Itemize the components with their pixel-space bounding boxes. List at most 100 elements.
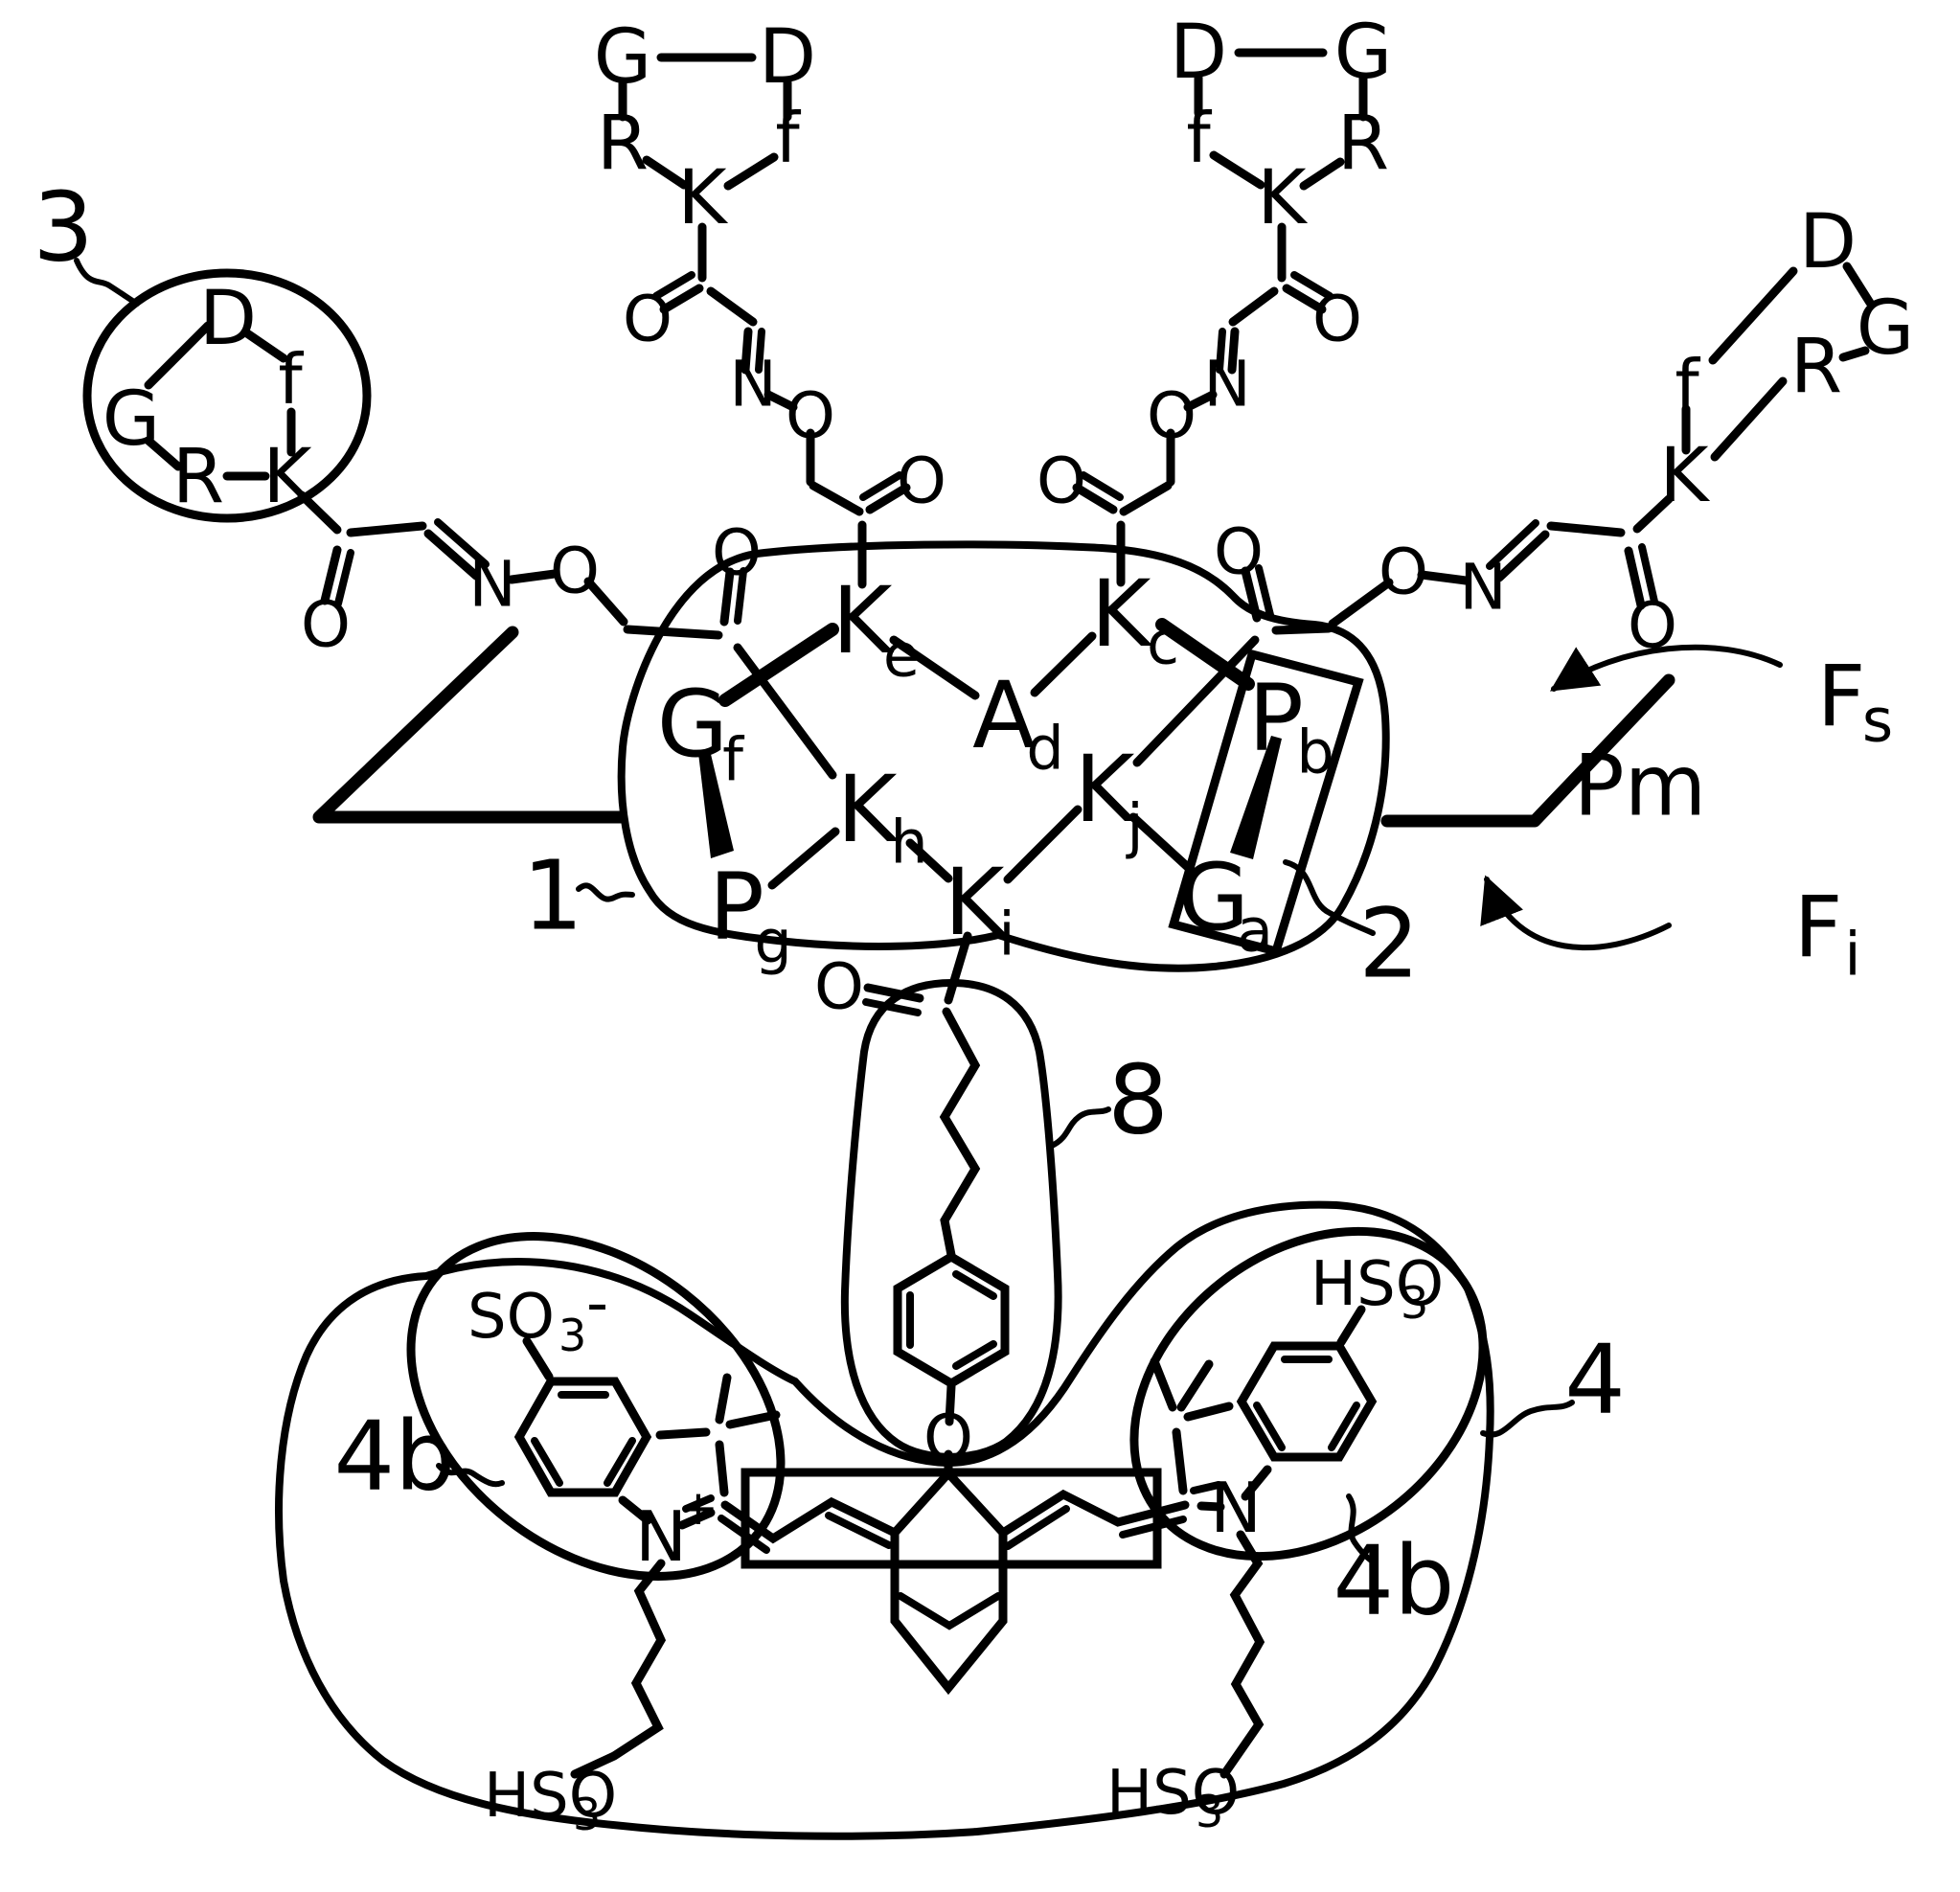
alkyl-chain — [945, 1012, 975, 1255]
atom-label-n: N — [1459, 551, 1506, 625]
callout-2-label: 2 — [1358, 888, 1420, 1000]
bond — [512, 574, 555, 580]
far-right-cycle: D G R f K — [1659, 199, 1914, 519]
atom-label-f: f — [1186, 98, 1212, 178]
bond — [351, 526, 422, 533]
bond — [627, 629, 718, 635]
bond — [1124, 486, 1168, 512]
bond-kh-pg — [772, 832, 835, 885]
bond — [660, 1432, 706, 1435]
bond-gf-ke — [725, 629, 832, 700]
n-alkyl-chain — [1224, 1535, 1260, 1774]
atom-label-o: O — [623, 283, 672, 356]
atom-label-g: G — [1857, 285, 1914, 372]
atom-label-f: f — [1675, 345, 1700, 425]
fs-label: F — [1817, 648, 1866, 746]
fi-label: F — [1794, 878, 1843, 977]
bond — [711, 291, 753, 322]
bond-ad-kc — [1035, 636, 1092, 693]
atom-label-n: N — [729, 348, 776, 422]
callout-3-label: 3 — [33, 171, 94, 284]
atom-label-d: D — [1799, 199, 1857, 285]
bond — [1304, 162, 1340, 186]
atom-label-o: O — [550, 535, 600, 608]
atom-label-n: N — [1210, 1468, 1262, 1548]
atom-label-d: D — [1170, 10, 1227, 96]
atom-label-o: O — [1214, 515, 1264, 589]
methyl-bond — [719, 1378, 727, 1420]
residue-gf: G — [657, 671, 728, 778]
so3-label-sub: 3 — [558, 1310, 586, 1361]
oxime-linker-ke: O N O O — [623, 227, 946, 584]
so3-label: SO — [467, 1282, 555, 1353]
residue-ad-sub: d — [1026, 714, 1063, 784]
residue-pb: P — [1248, 665, 1304, 772]
bond — [728, 157, 774, 186]
residue-pg-sub: g — [754, 907, 791, 977]
fi-arrow — [1487, 879, 1669, 947]
atom-label-r: R — [172, 434, 224, 520]
residue-kh-sub: h — [890, 808, 927, 878]
pm-label: Pm — [1574, 737, 1707, 835]
oxime-linker-kj: O N O O — [1137, 499, 1677, 763]
atom-label-d: D — [199, 276, 257, 362]
atom-label-g: G — [1334, 10, 1392, 96]
dye-blob-outline — [279, 1205, 1491, 1836]
atom-label-o: O — [1037, 445, 1086, 518]
residue-ki-sub: i — [998, 900, 1014, 969]
linker-capsule: O O 8 — [814, 950, 1169, 1475]
residue-pb-sub: b — [1296, 718, 1333, 787]
oxime-linker-kc: O N O O — [1037, 227, 1362, 582]
atom-label-o: O — [301, 588, 351, 662]
atom-label-r: R — [597, 101, 649, 187]
charge-plus: + — [678, 1480, 718, 1536]
hso3-label-sub: 3 — [573, 1789, 601, 1840]
atom-label-o: O — [897, 445, 946, 518]
top-left-cycle: G D R f K — [594, 14, 816, 241]
callout-8-label: 8 — [1107, 1044, 1169, 1156]
atom-label-n: N — [468, 548, 515, 622]
fi-label-sub: i — [1844, 920, 1860, 990]
so3-label-sup: - — [586, 1268, 608, 1339]
top-right-cycle: D G f R K — [1170, 10, 1392, 241]
callout-4-leader — [1483, 1402, 1572, 1435]
residue-ga-sub: a — [1237, 896, 1273, 966]
atom-label-k: K — [262, 434, 313, 520]
hso3-label-sub: 3 — [1196, 1786, 1223, 1837]
residue-kc: K — [1091, 560, 1153, 668]
residue-gf-sub: f — [722, 725, 745, 795]
bond — [1233, 291, 1274, 322]
callout-4-label: 4 — [1564, 1324, 1626, 1436]
callout-4b-left-label: 4b — [333, 1401, 455, 1513]
methyl-bond — [1154, 1361, 1173, 1407]
bond — [1715, 381, 1783, 457]
circled-cycle-3: D f G R K 3 — [33, 171, 367, 521]
atom-label-f: f — [278, 339, 304, 420]
atom-label-d: D — [759, 14, 816, 101]
atom-label-n: N — [1203, 348, 1250, 422]
bond — [1188, 1406, 1229, 1417]
callout-1-label: 1 — [522, 840, 583, 952]
dye-region: N + SO 3 - HSO 3 N HSO 3 HSO 3 4b 4b — [279, 1164, 1626, 1840]
bond — [813, 486, 859, 512]
atom-label-o: O — [1379, 536, 1428, 609]
residue-ki: K — [945, 849, 1007, 956]
atom-label-g: G — [594, 14, 651, 101]
fs-label-sub: s — [1862, 686, 1893, 756]
atom-label-f: f — [775, 98, 801, 178]
bond — [1214, 155, 1261, 185]
callout-8-leader — [1052, 1109, 1108, 1146]
methyl-bond — [1181, 1364, 1209, 1407]
atom-label-r: R — [1337, 101, 1389, 187]
residue-kc-sub: c — [1147, 608, 1179, 678]
central-ring — [895, 1473, 1003, 1688]
bracket-left — [319, 632, 621, 817]
oxime-linker-kh: O N O O — [301, 495, 832, 775]
atom-label-o: O — [814, 950, 864, 1024]
bond — [719, 1445, 724, 1493]
atom-label-o: O — [1312, 283, 1362, 356]
double-bond — [900, 1596, 998, 1626]
double-bond — [866, 1002, 918, 1013]
